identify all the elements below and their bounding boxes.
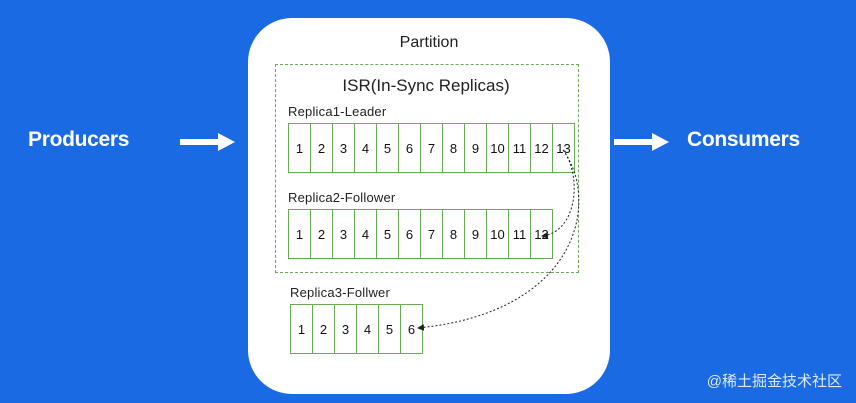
replica-cell: 9 (464, 123, 487, 173)
partition-title: Partition (399, 34, 459, 51)
replica-label-follwer: Replica3-Follwer (290, 285, 391, 300)
replicate-to-follower-arrow (541, 149, 575, 239)
replica-cell: 11 (508, 209, 531, 259)
producers-label: Producers (28, 128, 130, 151)
consumers-arrow (614, 133, 669, 151)
watermark-footer: @稀土掘金技术社区 (706, 373, 842, 390)
isr-box (275, 64, 579, 273)
replicate-to-follwer-arrow (417, 149, 580, 331)
replica-cell: 6 (398, 123, 421, 173)
replica-label-leader: Replica1-Leader (288, 104, 387, 119)
producers-arrow (180, 133, 235, 151)
replica-label-follower: Replica2-Follower (288, 190, 396, 205)
isr-title: ISR(In-Sync Replicas) (342, 76, 510, 95)
consumers-label: Consumers (687, 128, 800, 151)
